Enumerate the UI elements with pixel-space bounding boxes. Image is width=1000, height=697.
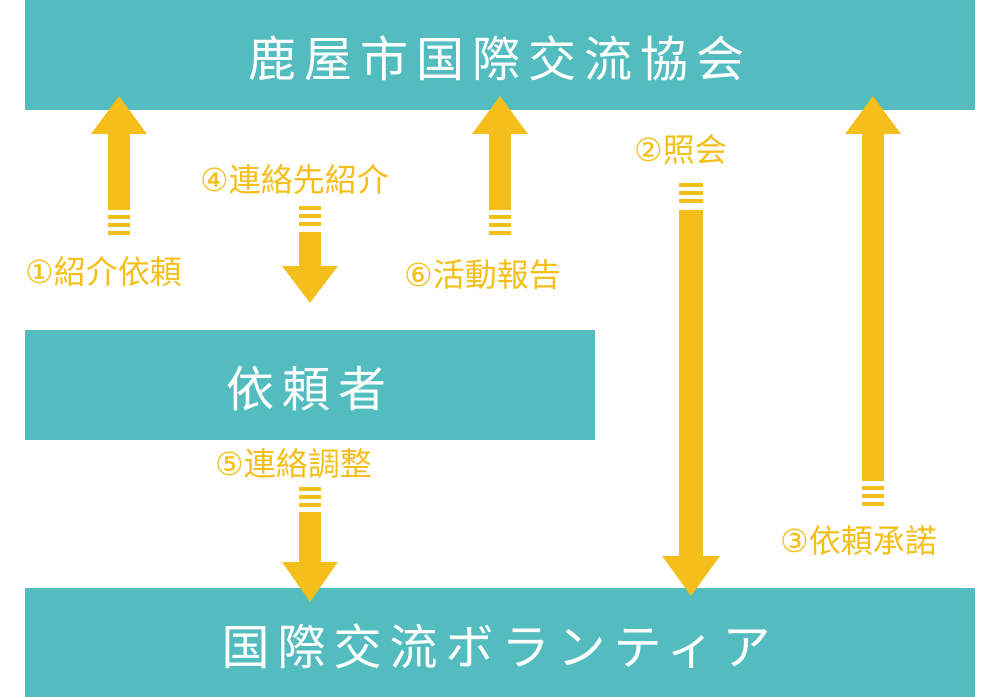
- arrow-step-5: [282, 487, 338, 602]
- node-volunteer: 国際交流ボランティア: [25, 588, 975, 697]
- node-volunteer-label: 国際交流ボランティア: [221, 619, 779, 676]
- arrow-step-1: [91, 96, 147, 235]
- step-2-label: ②照会: [634, 131, 727, 169]
- step-6-label: ⑥活動報告: [404, 256, 561, 294]
- arrow-step-3: [845, 96, 901, 506]
- step-4-label: ④連絡先紹介: [200, 161, 389, 199]
- node-association-label: 鹿屋市国際交流協会: [247, 32, 752, 88]
- node-requester: 依頼者: [25, 330, 595, 440]
- arrow-step-4: [282, 206, 338, 303]
- step-1-label: ①紹介依頼: [25, 253, 182, 291]
- node-requester-label: 依頼者: [225, 362, 394, 418]
- node-association: 鹿屋市国際交流協会: [25, 0, 975, 110]
- step-5-label: ⑤連絡調整: [215, 445, 372, 483]
- arrow-step-6: [472, 96, 528, 235]
- step-3-label: ③依頼承諾: [780, 522, 937, 560]
- arrow-step-2: [662, 183, 720, 596]
